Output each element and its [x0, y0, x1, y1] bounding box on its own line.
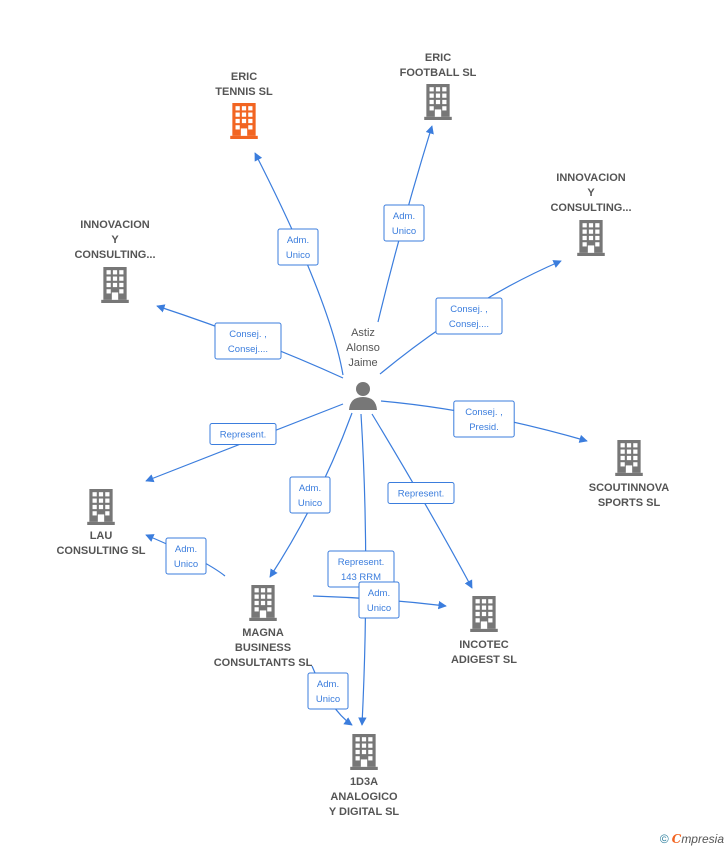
edge-label-e4[interactable]: Consej. , Consej....	[435, 297, 503, 335]
edge-label-box	[209, 423, 277, 445]
edge-label-e3[interactable]: Consej. , Consej....	[214, 322, 282, 360]
edge-label-text: Consej....	[449, 319, 489, 330]
building-icon[interactable]	[615, 440, 643, 476]
edge-label-box	[165, 537, 207, 575]
building-icon[interactable]	[230, 103, 258, 139]
edge-label-box	[214, 322, 282, 360]
edge-label-e2[interactable]: Adm. Unico	[383, 204, 425, 242]
copyright-icon: ©	[659, 832, 669, 846]
building-icon[interactable]	[249, 585, 277, 621]
node-scoutinnova[interactable]: SCOUTINNOVA SPORTS SL	[589, 440, 670, 509]
node-label: ADIGEST SL	[451, 654, 517, 666]
edge-line-e8	[371, 413, 473, 589]
building-icon[interactable]	[87, 489, 115, 525]
edge-label-text: Adm.	[368, 588, 390, 599]
brand-logo-letter: C	[671, 832, 682, 846]
edge-label-text: Unico	[286, 250, 310, 261]
edge-label-box	[289, 476, 331, 514]
edge-label-text: Represent.	[338, 557, 384, 568]
building-icon[interactable]	[470, 596, 498, 632]
node-label: Jaime	[348, 357, 377, 369]
node-1d3a[interactable]: 1D3A ANALOGICO Y DIGITAL SL	[329, 734, 400, 818]
edge-label-text: Adm.	[299, 483, 321, 494]
node-label: 1D3A	[350, 776, 378, 788]
node-label: ANALOGICO	[330, 791, 398, 803]
edge-label-text: Unico	[367, 603, 391, 614]
edge-label-text: Consej....	[228, 344, 268, 355]
edge-label-text: Adm.	[175, 544, 197, 555]
edge-label-text: Adm.	[317, 679, 339, 690]
edge-label-text: Presid.	[469, 422, 499, 433]
edge-label-e8[interactable]: Represent.	[387, 482, 455, 504]
edge-label-text: Unico	[392, 226, 416, 237]
node-label: Astiz	[351, 327, 375, 339]
edge-label-box	[358, 581, 400, 619]
node-label: CONSULTING...	[74, 249, 155, 261]
node-label: INNOVACION	[556, 172, 626, 184]
edge-label-e7[interactable]: Adm. Unico	[289, 476, 331, 514]
edge-label-text: Adm.	[287, 235, 309, 246]
edge-label-text: Represent.	[398, 489, 444, 500]
edge-label-text: Unico	[298, 498, 322, 509]
node-label: Y DIGITAL SL	[329, 806, 400, 818]
node-label: INCOTEC	[459, 639, 509, 651]
edge-label-text: Adm.	[393, 211, 415, 222]
edge-label-box	[277, 228, 319, 266]
person-icon[interactable]	[349, 382, 377, 410]
node-label: CONSULTANTS SL	[214, 657, 313, 669]
edge-label-e10[interactable]: Adm. Unico	[358, 581, 400, 619]
edge-label-text: Consej. ,	[229, 329, 267, 340]
edge-label-text: Unico	[316, 694, 340, 705]
node-label: ERIC	[425, 52, 451, 64]
footer-brand: ©Cmpresia	[660, 832, 724, 846]
node-label: MAGNA	[242, 627, 284, 639]
node-incotec[interactable]: INCOTEC ADIGEST SL	[451, 596, 517, 666]
edge-label-text: Unico	[174, 559, 198, 570]
node-eric-tennis[interactable]: ERIC TENNIS SL	[215, 71, 273, 139]
node-label: ERIC	[231, 71, 257, 83]
edge-label-e1[interactable]: Adm. Unico	[277, 228, 319, 266]
node-innovacion-right[interactable]: INNOVACION Y CONSULTING...	[550, 172, 632, 256]
node-label: INNOVACION	[80, 219, 150, 231]
edge-label-text: Consej. ,	[450, 304, 488, 315]
edge-label-text: 143 RRM	[341, 572, 381, 583]
node-label: CONSULTING SL	[56, 545, 145, 557]
edge-label-box	[435, 297, 503, 335]
node-magna[interactable]: MAGNA BUSINESS CONSULTANTS SL	[214, 585, 313, 669]
node-label: FOOTBALL SL	[400, 67, 477, 79]
node-label: Y	[111, 234, 119, 246]
node-label: CONSULTING...	[550, 202, 631, 214]
node-eric-football[interactable]: ERIC FOOTBALL SL	[400, 52, 477, 120]
edge-label-text: Consej. ,	[465, 407, 503, 418]
node-label: BUSINESS	[235, 642, 291, 654]
node-label: LAU	[90, 530, 113, 542]
edge-label-box	[453, 400, 515, 438]
node-label: SPORTS SL	[598, 497, 661, 509]
node-label: TENNIS SL	[215, 86, 273, 98]
node-innovacion-left[interactable]: INNOVACION Y CONSULTING...	[74, 219, 156, 303]
edge-label-e6[interactable]: Represent.	[209, 423, 277, 445]
edge-label-text: Represent.	[220, 430, 266, 441]
building-icon[interactable]	[350, 734, 378, 770]
edge-label-e9[interactable]: Represent. 143 RRM	[327, 550, 395, 588]
building-icon[interactable]	[577, 220, 605, 256]
brand-name: mpresia	[681, 832, 724, 846]
edge-label-box	[383, 204, 425, 242]
edge-label-box	[307, 672, 349, 710]
edge-line-e1	[254, 152, 344, 376]
building-icon[interactable]	[101, 267, 129, 303]
building-icon[interactable]	[424, 84, 452, 120]
edge-label-e12[interactable]: Adm. Unico	[307, 672, 349, 710]
edge-label-e5[interactable]: Consej. , Presid.	[453, 400, 515, 438]
node-label: Alonso	[346, 342, 380, 354]
node-label: SCOUTINNOVA	[589, 482, 670, 494]
edge-label-box	[387, 482, 455, 504]
edge-label-e11[interactable]: Adm. Unico	[165, 537, 207, 575]
node-label: Y	[587, 187, 595, 199]
node-lau[interactable]: LAU CONSULTING SL	[56, 489, 146, 557]
